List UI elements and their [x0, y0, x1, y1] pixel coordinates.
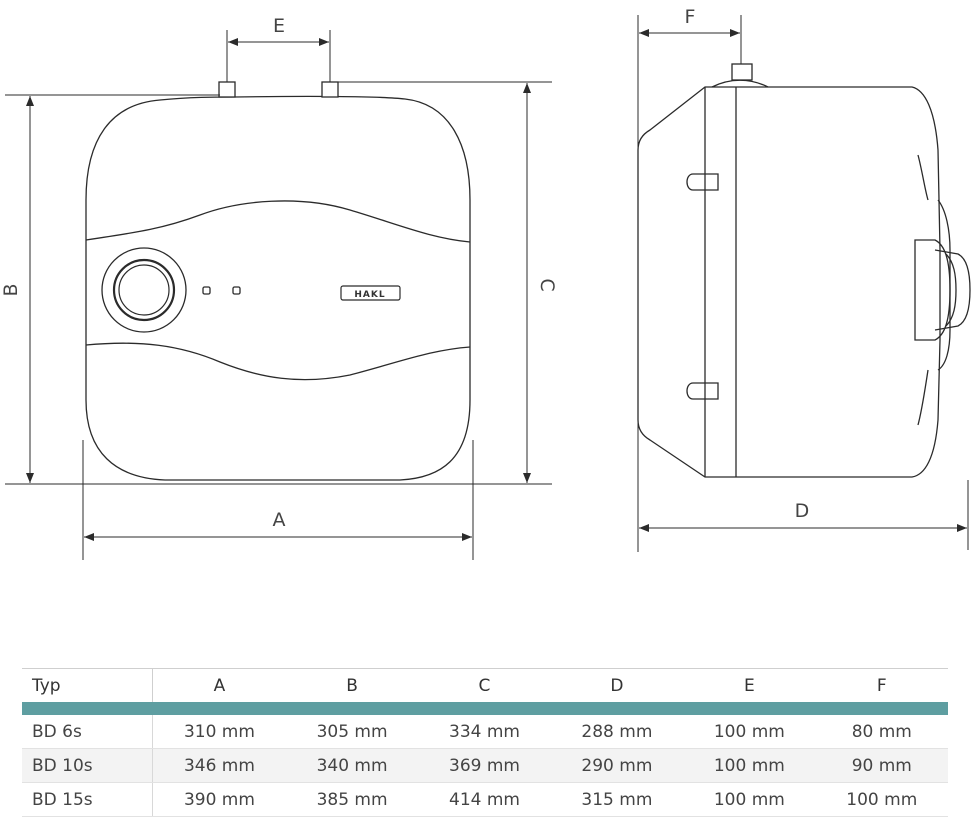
dim-label-c: C	[536, 278, 558, 291]
front-pipe-left	[218, 81, 236, 98]
thermostat-knob-ring	[112, 258, 176, 322]
front-pipe-right	[321, 81, 339, 98]
front-panel-bottom-curve	[85, 342, 471, 381]
table-header-b: B	[346, 675, 358, 696]
table-cell: 290 mm	[550, 748, 684, 783]
table-cell: 310 mm	[152, 715, 286, 749]
dim-label-d: D	[795, 500, 810, 522]
table-row: BD 10s 346 mm 340 mm 369 mm 290 mm 100 m…	[22, 748, 948, 783]
table-cell: 305 mm	[285, 715, 419, 749]
table-cell: 100 mm	[815, 782, 948, 817]
table-cell: 100 mm	[683, 715, 816, 749]
table-row: BD 6s 310 mm 305 mm 334 mm 288 mm 100 mm…	[22, 715, 948, 749]
front-extension-lines	[5, 30, 552, 560]
front-view	[85, 81, 471, 481]
front-body-outline	[85, 95, 471, 481]
table-header-d: D	[610, 675, 624, 696]
indicator-light-2	[232, 286, 241, 295]
dim-label-b: B	[0, 283, 22, 296]
thermostat-knob-outer	[101, 247, 187, 333]
mounting-hook-top	[686, 173, 719, 191]
table-cell: 334 mm	[418, 715, 551, 749]
table-cell: 100 mm	[683, 748, 816, 783]
table-cell: 90 mm	[815, 748, 948, 783]
table-cell: 385 mm	[285, 782, 419, 817]
side-top-pipe	[731, 63, 753, 81]
thermostat-knob-inner	[118, 264, 170, 316]
side-knob-base	[914, 239, 951, 341]
table-cell-typ: BD 10s	[22, 748, 153, 783]
table-header-band	[22, 702, 948, 715]
brand-logo-text: HAKL	[354, 290, 385, 300]
table-cell: 340 mm	[285, 748, 419, 783]
side-front-bulge-lower	[917, 369, 929, 426]
dim-label-a: A	[273, 509, 286, 531]
dim-label-f: F	[685, 6, 696, 28]
brand-logo-box	[340, 285, 401, 301]
table-cell-typ: BD 15s	[22, 782, 153, 817]
table-cell: 390 mm	[152, 782, 286, 817]
table-cell: 369 mm	[418, 748, 551, 783]
table-cell: 288 mm	[550, 715, 684, 749]
table-cell: 100 mm	[683, 782, 816, 817]
front-panel-top-curve	[85, 200, 471, 243]
technical-drawing: HAKL E B C A	[0, 6, 971, 560]
table-cell: 315 mm	[550, 782, 684, 817]
side-view	[637, 63, 971, 478]
table-header-c: C	[478, 675, 491, 696]
side-knob-body	[934, 249, 971, 331]
side-dimension-lines	[639, 29, 967, 532]
table-header-f: F	[876, 675, 887, 696]
side-extension-lines	[637, 15, 969, 552]
side-front-bulge-upper	[917, 154, 929, 201]
mounting-hook-bottom	[686, 382, 719, 400]
table-cell-typ: BD 6s	[22, 715, 153, 749]
dim-label-e: E	[273, 15, 285, 37]
table-cell: 80 mm	[815, 715, 948, 749]
dimensions-table: Typ A B C D E F BD 6s 310 mm 305 mm 334 …	[22, 668, 948, 817]
table-row: BD 15s 390 mm 385 mm 414 mm 315 mm 100 m…	[22, 782, 948, 817]
table-cell: 346 mm	[152, 748, 286, 783]
side-body-outline	[637, 86, 941, 478]
front-dimension-lines	[26, 38, 531, 541]
table-header-row: Typ A B C D E F	[22, 668, 948, 702]
side-top-connector	[711, 79, 769, 88]
table-header-a: A	[213, 675, 226, 696]
table-cell: 414 mm	[418, 782, 551, 817]
side-knob-ring	[945, 253, 957, 327]
table-header-typ: Typ	[22, 668, 153, 702]
indicator-light-1	[202, 286, 211, 295]
table-header-e: E	[743, 675, 755, 696]
